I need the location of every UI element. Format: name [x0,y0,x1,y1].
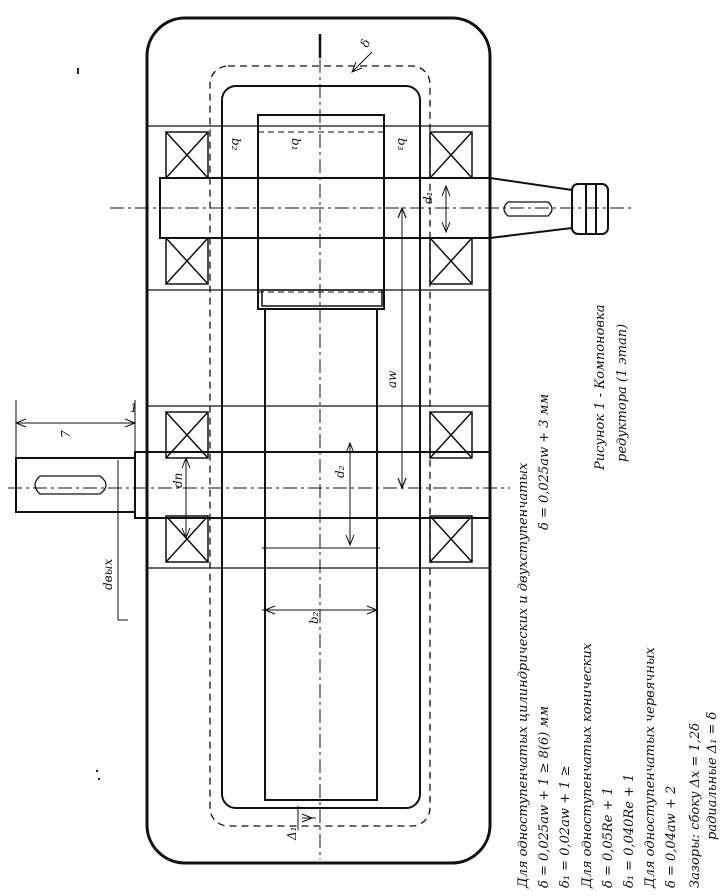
label-b2-top: b₂ [229,138,243,151]
label-delta: δ [358,37,374,49]
label-len7: 7 [59,430,73,438]
housing-outer [145,16,492,865]
label-delta1: Δ₁ [285,827,299,841]
note-gaps-2: радиальные Δ₁ = δ [705,711,720,840]
bearing-icon [165,411,473,563]
output-shaft [15,451,491,519]
label-d-out: dвых [101,559,115,590]
bearing-bands [147,125,490,569]
label-d1: d₁ [421,192,435,205]
figure-caption-2: редуктора (1 этап) [615,324,630,462]
pinion-gear [257,114,385,310]
label-b1-top: b₁ [289,138,303,151]
label-aw: aw [385,370,399,388]
label-d-shaft: dп [171,473,185,488]
note-conic-title: Для одноступенчатых конических [580,642,595,889]
note-formula-3: δ₁ = 0,02aw + 1 ≥ [558,766,573,888]
note-cyl-title: Для одноступенчатых цилиндрических и дву… [516,462,531,889]
wheel-gear [264,308,378,801]
figure-caption-1: Рисунок 1 - Компоновка [593,305,608,472]
label-d-wheel: d₂ [333,465,347,478]
note-conic-1: δ = 0,05Re + 1 [601,787,616,888]
note-conic-2: δ₁ = 0,040Re + 1 [622,774,637,888]
dimension-lines [14,51,451,830]
note-worm-title: Для одноступенчатых червячных [643,646,658,889]
inner-cavity [221,85,421,809]
housing-inner-contour [209,65,431,827]
scan-specks [77,68,100,780]
note-worm-1: δ = 0,04aw + 2 [664,786,679,888]
label-b2-bottom: b₂ [307,611,321,624]
note-formula-2: δ = 0,025aw + 3 мм [537,394,552,530]
note-formula-1: δ = 0,025aw + 1 ≥ 8(6) мм [537,706,552,888]
note-gaps-1: Зазоры: сбоку Δх = 1,2δ [688,723,703,888]
label-b3-top: b₃ [395,138,409,151]
key-slot [261,289,383,307]
label-one: 1 [130,401,138,415]
center-lines [8,34,635,860]
handwritten-notes: Для одноступенчатых цилиндрических и дву… [516,305,720,890]
